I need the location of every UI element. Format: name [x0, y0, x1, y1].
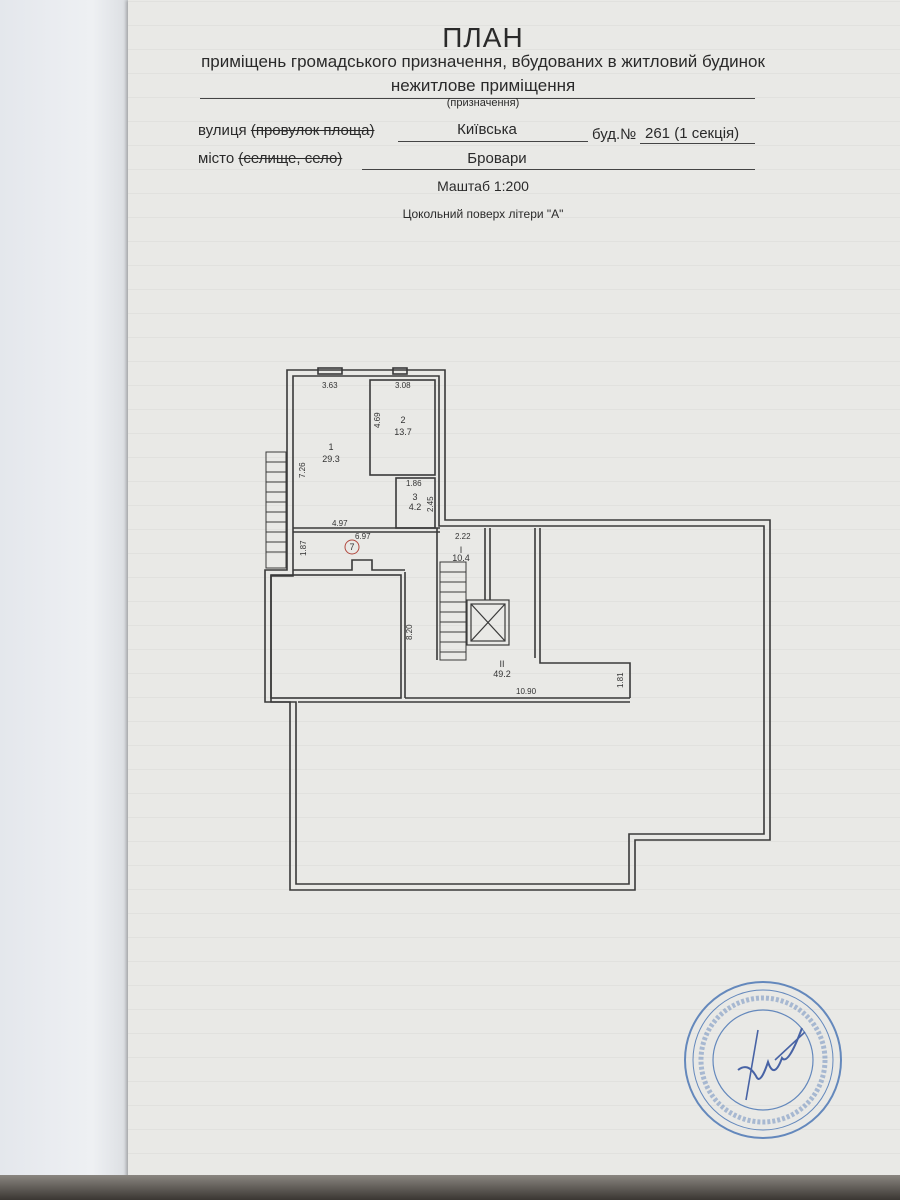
- city-underline: [362, 169, 755, 170]
- building-value: 261 (1 секція): [645, 125, 740, 142]
- purpose-underline: [200, 98, 755, 99]
- dimension-label: 8.20: [405, 624, 414, 640]
- wall: [539, 528, 631, 698]
- page-edge: [0, 1175, 900, 1200]
- dimension-label: 3.63: [322, 381, 338, 390]
- city-label-text: місто: [198, 150, 235, 167]
- stair-left: [265, 451, 287, 569]
- dimension-label: 7.26: [298, 462, 307, 478]
- dimension-label: 2.45: [426, 496, 435, 512]
- dimension-label: 4.69: [373, 412, 382, 428]
- purpose-value: нежитлове приміщення: [390, 76, 576, 95]
- room-I-number: I: [460, 545, 463, 555]
- purpose-caption: (призначення): [446, 97, 520, 109]
- street-label: вулиця (провулок площа): [198, 122, 375, 139]
- room-II-number: II: [499, 659, 504, 669]
- window: [317, 367, 343, 375]
- building-label: буд.№: [592, 126, 637, 143]
- lower-left-block: [270, 574, 402, 699]
- room-3-number: 3: [412, 492, 417, 502]
- dimension-label: 4.97: [332, 519, 348, 528]
- elevator-shaft: [466, 599, 510, 646]
- city-value: Бровари: [467, 150, 527, 167]
- dimension-label: 6.97: [355, 532, 371, 541]
- document-subtitle: приміщень громадського призначення, вбуд…: [201, 52, 765, 71]
- city-label: місто (селище, село): [198, 150, 342, 167]
- room-2-walls: [369, 379, 436, 476]
- dimension-label: 3.08: [395, 381, 411, 390]
- room-2-number: 2: [400, 415, 405, 425]
- city-struck-text: (селище, село): [238, 150, 343, 167]
- street-value: Київська: [457, 121, 517, 138]
- room-3-area: 4.2: [409, 502, 422, 512]
- dimension-label: 10.90: [516, 687, 537, 696]
- room-I-area: 10.4: [452, 553, 470, 563]
- wall: [293, 559, 405, 571]
- marker-number: 7: [349, 542, 354, 552]
- street-label-text: вулиця: [198, 122, 247, 139]
- building-underline: [640, 143, 755, 144]
- dimension-label: 2.22: [455, 532, 471, 541]
- room-1-area: 29.3: [322, 454, 340, 464]
- street-underline: [398, 141, 588, 142]
- street-struck-text: (провулок площа): [250, 122, 375, 139]
- document-title: ПЛАН: [442, 22, 524, 53]
- dimension-label: 1.87: [299, 540, 308, 556]
- floor-label: Цокольний поверх літери "А": [402, 207, 564, 221]
- adjacent-page: [0, 0, 132, 1200]
- stair-center: [439, 561, 467, 661]
- marker-circle: [344, 539, 360, 555]
- inner-wall-outline: [270, 375, 765, 885]
- room-2-area: 13.7: [394, 427, 412, 437]
- outer-wall-outline: [264, 369, 771, 891]
- official-stamp: [684, 981, 842, 1139]
- window: [392, 367, 408, 375]
- room-II-area: 49.2: [493, 669, 511, 679]
- scale-label: Маштаб 1:200: [437, 178, 529, 194]
- room-1-number: 1: [328, 442, 333, 452]
- dimension-label: 1.81: [616, 672, 625, 688]
- dimension-label: 1.86: [406, 479, 422, 488]
